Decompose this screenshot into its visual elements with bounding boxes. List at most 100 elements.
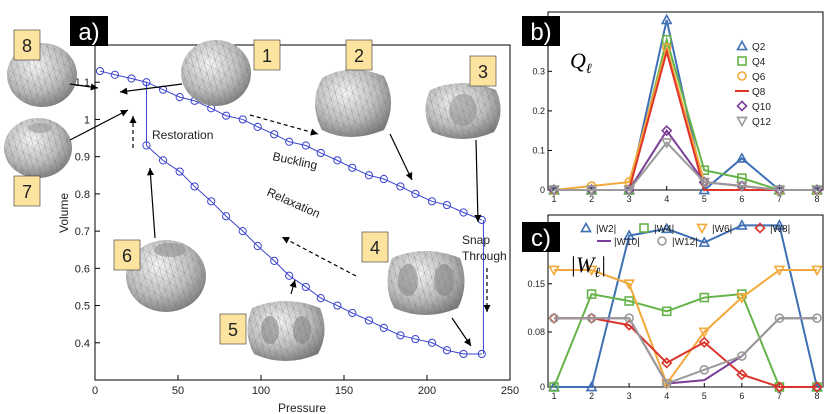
- panel-c-marker: [661, 306, 672, 317]
- panel-c-marker: [736, 368, 748, 381]
- panel-a-point: [348, 163, 357, 172]
- panel-c-marker: [698, 327, 711, 339]
- state-badge-6: 6: [122, 246, 132, 266]
- panel-b-legend-label: Q12: [752, 117, 771, 128]
- panel-a-xtick-label: 50: [172, 385, 184, 397]
- panel-b-marker: [735, 152, 748, 163]
- panel-a-ytick-label: 1: [84, 114, 90, 126]
- panel-a-point: [442, 346, 452, 355]
- panel-c-legend-swatch: [639, 223, 649, 233]
- panel-b-ytick-label: 0: [540, 185, 545, 195]
- panel-c-xtick-label: 2: [589, 391, 594, 401]
- panel-c-marker: [698, 236, 711, 247]
- panel-b-ytick-label: 0.1: [532, 145, 545, 155]
- arrow-2: [389, 133, 413, 181]
- state-badge-4-box: [361, 231, 389, 263]
- panel-c-marker: [735, 293, 748, 304]
- panel-b-xtick-label: 6: [739, 194, 744, 204]
- panel-a-ylabel: Volume: [57, 193, 71, 233]
- panel-b-marker: [811, 185, 823, 197]
- panel-c-marker: [623, 229, 636, 241]
- shape-4-buckled: [387, 251, 465, 315]
- panel-c-line-w2: [554, 224, 818, 388]
- panel-c-legend-label: |W8|: [770, 224, 790, 235]
- panel-c-marker: [624, 296, 634, 306]
- panel-c-ytick-label: 0.08: [527, 327, 545, 337]
- panel-c-ytick-label: 0: [540, 382, 545, 392]
- panel-c-marker: [549, 382, 559, 392]
- panel-c-line-w8: [554, 317, 817, 388]
- panel-c-marker: [737, 351, 747, 361]
- panel-c-marker: [699, 292, 710, 303]
- panel-c-series: [548, 219, 823, 393]
- panel-c-marker: [624, 313, 634, 324]
- panel-c-marker: [699, 364, 710, 375]
- panel-a-point: [348, 308, 357, 318]
- panel-a-xtick-label: 100: [252, 385, 270, 397]
- panel-c-legend-swatch: [580, 221, 592, 233]
- state-badge-1-box: [253, 39, 281, 71]
- panel-a-point: [364, 316, 373, 325]
- panel-c-xtick-label: 4: [664, 391, 669, 401]
- panel-b-series: [548, 13, 823, 197]
- panel-a-point: [127, 74, 136, 83]
- panel-a-ytick-label: 0.5: [75, 301, 90, 313]
- panel-a-point: [253, 122, 262, 131]
- panel-a-point: [379, 174, 388, 184]
- shape-3-buckled: [425, 83, 501, 139]
- panel-b-label: b): [530, 19, 551, 46]
- panel-a-point: [301, 282, 310, 292]
- panel-a-ytick-label: 0.6: [75, 263, 90, 275]
- panel-a-point: [270, 130, 279, 139]
- panel-b-xtick-label: 5: [702, 194, 707, 204]
- panel-a-point: [316, 148, 325, 158]
- panel-c-legend-label: |W10|: [614, 237, 640, 248]
- shape-7-dimpled-sphere: [4, 118, 72, 178]
- panel-b-marker: [773, 185, 786, 197]
- panel-a-xtick-label: 0: [92, 385, 98, 397]
- panel-a-point: [364, 171, 373, 180]
- state-badge-4: 4: [370, 238, 380, 258]
- panel-a-ytick-label: 0.7: [75, 226, 90, 238]
- panel-b-legend-swatch: [736, 100, 748, 112]
- panel-a-point: [396, 331, 405, 340]
- panel-a-xtick-label: 200: [418, 385, 436, 397]
- panel-a-point: [110, 70, 120, 79]
- panel-b-xtick-label: 1: [551, 194, 556, 204]
- state-badge-6-box: [113, 239, 141, 271]
- state-badge-2-box: [345, 39, 373, 71]
- shape-1-sphere: [181, 40, 251, 106]
- state-badge-1: 1: [262, 46, 272, 66]
- arrow-5: [289, 279, 297, 295]
- arrow-4: [451, 317, 472, 347]
- panel-c-marker: [812, 313, 822, 324]
- panel-a-point: [411, 334, 420, 344]
- panel-b-line-q12: [554, 141, 817, 191]
- panel-c-marker: [773, 219, 786, 230]
- panel-a-ytick-label: 0.8: [75, 189, 90, 201]
- panel-a-xtick-label: 250: [501, 385, 519, 397]
- panel-a-point: [253, 241, 262, 251]
- annotation-restoration: Restoration: [152, 128, 213, 142]
- arrow-7: [69, 109, 129, 141]
- panel-c-marker: [735, 219, 748, 230]
- panel-c-xtick-label: 1: [551, 391, 556, 401]
- panel-c-xtick-label: 6: [739, 391, 744, 401]
- panel-a-xlabel: Pressure: [278, 401, 326, 414]
- panel-c-xtick-label: 7: [777, 391, 782, 401]
- panel-b-marker: [698, 177, 711, 189]
- panel-b-ytick-label: 0.2: [532, 106, 545, 116]
- panel-a-point: [270, 256, 279, 265]
- state-badge-5: 5: [228, 320, 238, 340]
- panel-b-marker: [661, 125, 673, 137]
- panel-b-legend-label: Q10: [752, 102, 771, 113]
- panel-c-xtick-label: 5: [702, 391, 707, 401]
- panel-c-legend-label: |W4|: [654, 224, 674, 235]
- panel-c-marker: [661, 357, 673, 369]
- state-badge-3-box: [469, 55, 497, 87]
- state-badge-7-box: [13, 175, 41, 207]
- panel-a-point: [222, 111, 231, 120]
- panel-c-marker: [549, 313, 559, 324]
